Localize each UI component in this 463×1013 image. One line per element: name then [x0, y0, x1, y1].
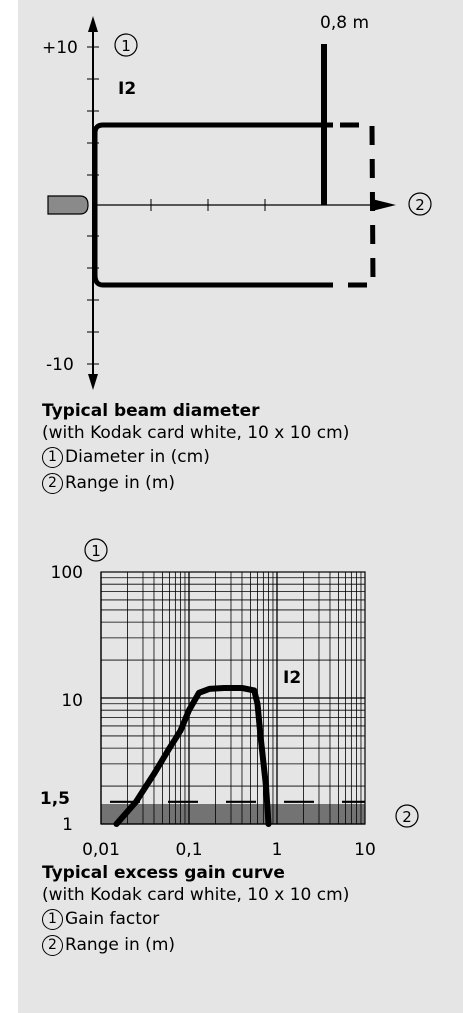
gain-caption-title: Typical excess gain curve — [42, 863, 285, 883]
gain-xtick-label-10: 10 — [354, 840, 376, 860]
beam-x-marker-num: 2 — [415, 196, 425, 214]
gain-xtick-label-0-01: 0,01 — [82, 840, 120, 860]
gain-legend-item-2: 2 Range in (m) — [42, 932, 349, 958]
gain-xtick-label-0-1: 0,1 — [175, 840, 202, 860]
gain-grid — [100, 572, 365, 825]
gain-legend-text-1: Gain factor — [65, 909, 160, 929]
legend-marker-2: 2 — [42, 934, 63, 956]
gain-x-marker-num: 2 — [402, 808, 412, 826]
beam-x-marker-circle — [408, 192, 432, 216]
gain-ytick-label-10: 10 — [61, 691, 83, 711]
beam-ytick-label-bottom: -10 — [46, 355, 74, 375]
gain-y-marker-num: 1 — [91, 542, 101, 560]
gain-curve-line — [113, 685, 272, 827]
gain-caption-subtitle: (with Kodak card white, 10 x 10 cm) — [42, 885, 350, 905]
gain-ytick-label-1: 1 — [62, 815, 73, 835]
gain-plot-frame — [100, 571, 366, 825]
beam-diameter-chart: +10 -10 1 2 0,8 m I2 — [42, 13, 432, 390]
gain-ytick-label-100: 100 — [51, 563, 83, 583]
range-marker-label: 0,8 m — [320, 13, 369, 33]
gain-ytick-label-1-5: 1,5 — [40, 789, 70, 809]
beam-legend-item-2: 2 Range in (m) — [42, 470, 349, 496]
gain-legend-item-1: 1 Gain factor — [42, 906, 349, 932]
beam-caption-title: Typical beam diameter — [42, 401, 260, 421]
beam-envelope-solid — [92, 122, 333, 288]
beam-legend-item-1: 1 Diameter in (cm) — [42, 444, 349, 470]
beam-series-label: I2 — [118, 79, 136, 99]
legend-marker-2: 2 — [42, 472, 63, 494]
legend-marker-1: 1 — [42, 446, 63, 468]
beam-envelope-dashed — [340, 122, 376, 288]
beam-caption-subtitle: (with Kodak card white, 10 x 10 cm) — [42, 423, 350, 443]
gain-y-marker-circle — [84, 538, 108, 562]
beam-legend-text-2: Range in (m) — [65, 473, 176, 493]
gain-legend-text-2: Range in (m) — [65, 935, 176, 955]
beam-y-arrow-up — [88, 16, 98, 32]
gain-x-marker-circle — [395, 804, 419, 828]
gain-caption: Typical excess gain curve (with Kodak ca… — [42, 862, 349, 958]
beam-y-arrow-down — [88, 374, 98, 390]
gain-xtick-label-1: 1 — [272, 840, 283, 860]
legend-marker-1: 1 — [42, 908, 63, 930]
gain-threshold-band — [101, 804, 365, 824]
beam-legend-text-1: Diameter in (cm) — [65, 447, 210, 467]
gain-series-label: I2 — [283, 668, 301, 688]
beam-x-arrow — [372, 199, 396, 211]
beam-y-marker-circle — [114, 33, 138, 57]
beam-caption: Typical beam diameter (with Kodak card w… — [42, 400, 349, 496]
beam-ytick-label-top: +10 — [42, 38, 78, 58]
beam-y-marker-num: 1 — [121, 37, 131, 55]
excess-gain-chart: I2 100 10 1,5 1 0,01 0,1 1 10 1 2 — [40, 538, 419, 860]
sensor-icon — [47, 195, 89, 215]
